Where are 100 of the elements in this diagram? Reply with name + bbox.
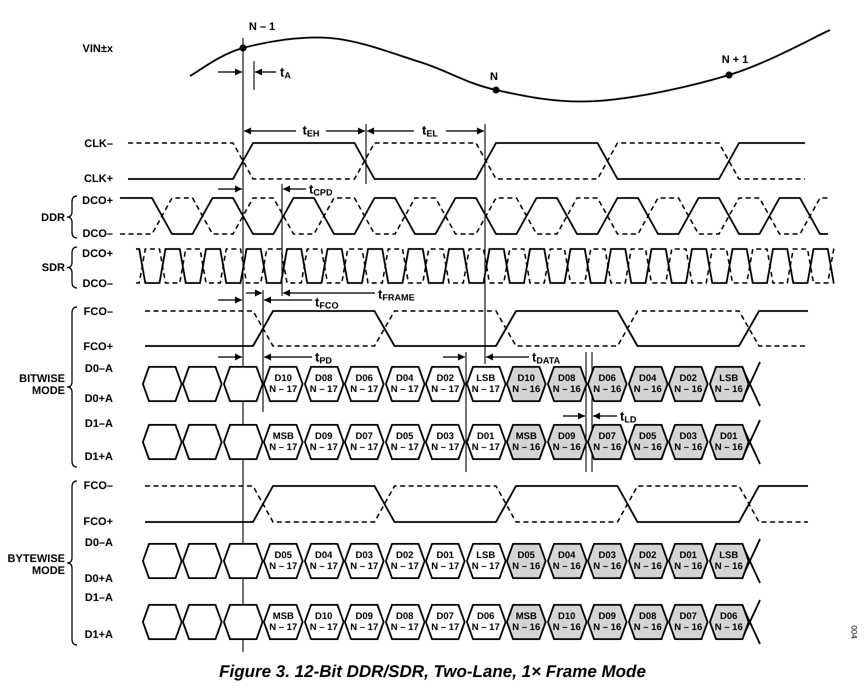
bit-label: LSB xyxy=(718,373,740,384)
bit-label: D04 xyxy=(314,550,334,561)
bit-label: MSB xyxy=(514,611,538,622)
data-cell xyxy=(344,424,384,460)
data-cell xyxy=(384,366,425,402)
figure-caption: Figure 3. 12-Bit DDR/SDR, Two-Lane, 1× Frame Mode xyxy=(218,662,647,682)
bit-label: LSB xyxy=(718,550,740,561)
bit-label: LSB xyxy=(475,550,496,561)
data-cell xyxy=(344,543,384,579)
sample-label: N – 17 xyxy=(308,442,339,453)
sample-label: N – 17 xyxy=(390,384,420,395)
bit-label: D10 xyxy=(274,373,293,384)
sample-label: N – 16 xyxy=(552,561,582,572)
data-cell xyxy=(587,366,628,402)
data-cell xyxy=(304,424,344,460)
sample-label: N – 16 xyxy=(552,442,582,453)
bit-label: D05 xyxy=(516,550,536,561)
bit-label: LSB xyxy=(475,373,496,384)
bit-label: D02 xyxy=(436,373,455,384)
bit-label: MSB xyxy=(514,431,538,442)
sample-label: N – 16 xyxy=(632,442,663,453)
sample-label: N – 17 xyxy=(470,622,501,633)
sample-label: N – 17 xyxy=(430,384,460,395)
sample-label: N – 17 xyxy=(349,384,380,395)
timing-label: t$_{DATA}$ xyxy=(532,350,560,366)
data-cell xyxy=(263,366,304,402)
data-cell xyxy=(425,366,466,402)
sample-label: N – 17 xyxy=(390,442,420,453)
bit-label: D01 xyxy=(436,550,455,561)
bit-label: D07 xyxy=(598,431,617,442)
signal-label: D0+A xyxy=(84,392,113,406)
bit-label: D08 xyxy=(395,611,414,622)
signal-label: D1+A xyxy=(84,450,113,464)
bit-label: MSB xyxy=(272,611,295,622)
data-cell xyxy=(587,424,628,460)
data-cell xyxy=(304,604,344,640)
data-cell xyxy=(466,543,506,579)
data-cell xyxy=(587,604,628,640)
data-cell xyxy=(384,604,425,640)
sample-label: N – 17 xyxy=(349,622,380,633)
bit-label: D08 xyxy=(638,611,658,622)
sample-label: N – 16 xyxy=(592,561,622,572)
timing-label: t$_{FCO}$ xyxy=(315,295,339,311)
sample-label: N – 16 xyxy=(511,442,542,453)
bit-label: D07 xyxy=(354,431,374,442)
timing-label: t$_{CPD}$ xyxy=(309,182,333,198)
signal-label: D0–A xyxy=(84,536,113,550)
bit-label: D05 xyxy=(395,431,414,442)
bit-label: D02 xyxy=(395,550,414,561)
data-cell xyxy=(466,366,506,402)
bit-label: D08 xyxy=(557,373,576,384)
sample-label: N + 1 xyxy=(722,54,748,66)
sample-label: N – 16 xyxy=(511,561,542,572)
signal-label: FCO+ xyxy=(83,340,113,354)
data-cell xyxy=(344,604,384,640)
signal-label: D1–A xyxy=(84,592,113,604)
bit-label: D09 xyxy=(354,611,374,622)
sample-label: N xyxy=(490,70,498,84)
sample-label: N – 16 xyxy=(673,622,704,633)
sample-label: N – 16 xyxy=(632,622,663,633)
data-cell xyxy=(384,543,425,579)
bit-label: D10 xyxy=(557,611,576,622)
data-cell xyxy=(708,366,749,402)
group-label: BYTEWISE MODE xyxy=(6,552,65,578)
bit-label: D04 xyxy=(638,373,658,384)
bit-label: D07 xyxy=(436,611,455,622)
signal-label: D0+A xyxy=(84,572,113,586)
sample-label: N – 16 xyxy=(714,622,744,633)
data-cell xyxy=(466,604,506,640)
data-cell xyxy=(668,543,708,579)
signal-label: DCO– xyxy=(82,228,113,240)
sample-label: N – 16 xyxy=(632,561,663,572)
data-cell xyxy=(668,424,708,460)
sample-label: N – 16 xyxy=(592,442,622,453)
data-cell xyxy=(344,366,384,402)
data-cell xyxy=(668,604,708,640)
signal-label: DCO+ xyxy=(82,248,113,260)
sample-label: N – 16 xyxy=(552,384,582,395)
data-cell xyxy=(708,604,749,640)
bit-label: D03 xyxy=(678,431,698,442)
bit-label: D04 xyxy=(557,550,576,561)
bit-label: D03 xyxy=(354,550,374,561)
sample-label: N – 1 xyxy=(248,20,276,34)
data-cell xyxy=(587,543,628,579)
sample-label: N – 17 xyxy=(470,442,501,453)
data-cell xyxy=(384,424,425,460)
signal-label: DCO+ xyxy=(82,194,113,208)
data-cell xyxy=(506,543,546,579)
signal-label: D1+A xyxy=(84,628,113,642)
sample-label: N – 17 xyxy=(268,442,298,453)
sample-label: N – 17 xyxy=(308,622,339,633)
sample-label: N – 16 xyxy=(714,384,744,395)
sample-label: N – 17 xyxy=(430,442,460,453)
timing-label: t$_{PD}$ xyxy=(315,350,332,366)
sample-label: N – 17 xyxy=(390,622,420,633)
sample-label: N – 17 xyxy=(349,561,380,572)
figure-number: 004 xyxy=(848,625,858,639)
sample-label: N – 17 xyxy=(430,561,460,572)
data-cell xyxy=(546,543,587,579)
bit-label: D06 xyxy=(476,611,496,622)
